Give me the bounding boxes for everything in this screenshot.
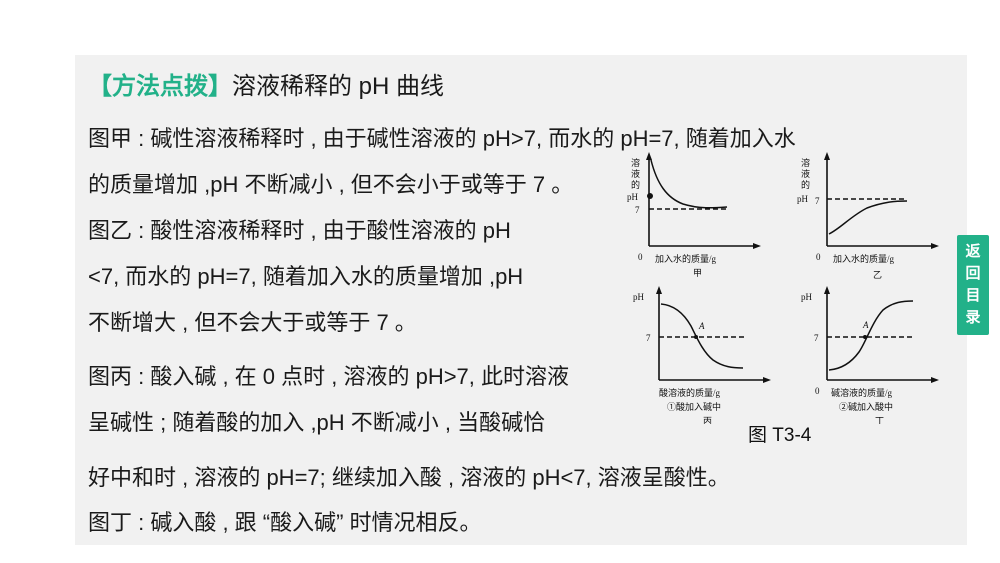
chart-bing-ylabel: pH <box>633 292 645 302</box>
chart-ding-title: 丁 <box>875 416 884 424</box>
chart-bing-title: 丙 <box>703 416 712 424</box>
chart-jia-title: 甲 <box>693 268 702 278</box>
chart-bing-neutral-point <box>694 335 698 339</box>
page-title-tag: 【方法点拨】 <box>88 73 232 100</box>
chart-yi-title: 乙 <box>873 270 882 280</box>
return-tab-char-1: 返 <box>965 243 981 260</box>
chart-yi-xlabel: 加入水的质量/g <box>833 253 895 264</box>
chart-jia-marker <box>647 193 653 199</box>
chart-ding-point-label-A: A <box>862 320 869 330</box>
body-line-2: 的质量增加 ,pH 不断减小 , 但不会小于或等于 7 。 <box>88 172 574 197</box>
chart-bing: pH 7 A 酸溶液的质量/g ①酸加入碱中 丙 <box>625 284 800 424</box>
chart-ding-neutral-point <box>863 335 867 339</box>
chart-bing-x-arrow <box>763 377 771 383</box>
body-line-1: 图甲 : 碱性溶液稀释时 , 由于碱性溶液的 pH>7, 而水的 pH=7, 随… <box>88 126 796 151</box>
return-tab-char-3: 目 <box>965 287 981 304</box>
chart-jia-xlabel: 加入水的质量/g <box>655 253 717 264</box>
chart-ding-xlabel: 碱溶液的质量/g <box>831 387 893 398</box>
body-line-7: 呈碱性 ; 随着酸的加入 ,pH 不断减小 , 当酸碱恰 <box>88 410 546 435</box>
chart-bing-ytick-7: 7 <box>646 333 651 343</box>
chart-ding-curve <box>828 300 914 371</box>
chart-jia-ytick-7: 7 <box>635 205 640 215</box>
chart-jia-curve <box>650 159 728 209</box>
page-title: 【方法点拨】溶液稀释的 pH 曲线 <box>88 70 444 104</box>
chart-yi-ylabel-char-4: pH <box>797 194 809 204</box>
chart-ding-ylabel: pH <box>801 292 813 302</box>
body-line-3: 图乙 : 酸性溶液稀释时 , 由于酸性溶液的 pH <box>88 218 511 243</box>
chart-yi-ylabel-char-2: 液 <box>801 168 810 179</box>
chart-ding-y-arrow <box>824 286 830 294</box>
body-line-9: 图丁 : 碱入酸 , 跟 “酸入碱” 时情况相反。 <box>88 510 482 535</box>
page-title-text: 溶液稀释的 pH 曲线 <box>232 73 445 100</box>
chart-ding: pH 7 A 0 碱溶液的质量/g ②碱加入酸中 丁 <box>793 284 978 424</box>
chart-jia-x-arrow <box>753 243 761 249</box>
chart-bing-curve <box>660 303 744 369</box>
figure-plate: 溶 液 的 pH 7 0 加入水的质量/g 甲 <box>615 150 975 450</box>
chart-jia-ylabel-char-2: 液 <box>631 168 640 179</box>
chart-yi-origin-label: 0 <box>816 252 821 262</box>
chart-yi-y-arrow <box>824 152 830 160</box>
chart-jia-ylabel-char-3: 的 <box>631 179 640 190</box>
content-panel <box>75 55 967 545</box>
chart-ding-origin-label: 0 <box>815 386 820 396</box>
return-to-contents-button[interactable]: 返 回 目 录 <box>957 235 989 335</box>
body-line-5: 不断增大 , 但不会大于或等于 7 。 <box>88 310 417 335</box>
figure-plate-caption: 图 T3-4 <box>748 425 812 446</box>
chart-jia: 溶 液 的 pH 7 0 加入水的质量/g 甲 <box>615 150 790 280</box>
chart-jia-ylabel-char-4: pH <box>627 192 639 202</box>
body-line-4: <7, 而水的 pH=7, 随着加入水的质量增加 ,pH <box>88 264 524 289</box>
chart-ding-ytick-7: 7 <box>814 333 819 343</box>
chart-yi-ylabel-char-1: 溶 <box>801 157 810 168</box>
chart-ding-x-arrow <box>931 377 939 383</box>
chart-ding-subtitle: ②碱加入酸中 <box>839 401 893 412</box>
chart-bing-subtitle: ①酸加入碱中 <box>667 401 721 412</box>
chart-jia-ylabel-char-1: 溶 <box>631 157 640 168</box>
body-line-6: 图丙 : 酸入碱 , 在 0 点时 , 溶液的 pH>7, 此时溶液 <box>88 364 570 389</box>
return-tab-char-2: 回 <box>965 265 981 282</box>
chart-yi-ytick-7: 7 <box>815 196 820 206</box>
chart-yi: 溶 液 的 pH 7 0 加入水的质量/g 乙 <box>793 150 973 280</box>
body-line-8: 好中和时 , 溶液的 pH=7; 继续加入酸 , 溶液的 pH<7, 溶液呈酸性… <box>88 465 730 490</box>
chart-yi-x-arrow <box>931 243 939 249</box>
chart-jia-y-arrow <box>646 152 652 160</box>
chart-yi-curve <box>828 200 908 235</box>
chart-jia-origin-label: 0 <box>638 252 643 262</box>
chart-yi-ylabel-char-3: 的 <box>801 179 810 190</box>
return-tab-char-4: 录 <box>965 309 981 326</box>
chart-bing-point-label-A: A <box>698 321 705 331</box>
chart-bing-y-arrow <box>656 286 662 294</box>
chart-bing-xlabel: 酸溶液的质量/g <box>659 387 721 398</box>
